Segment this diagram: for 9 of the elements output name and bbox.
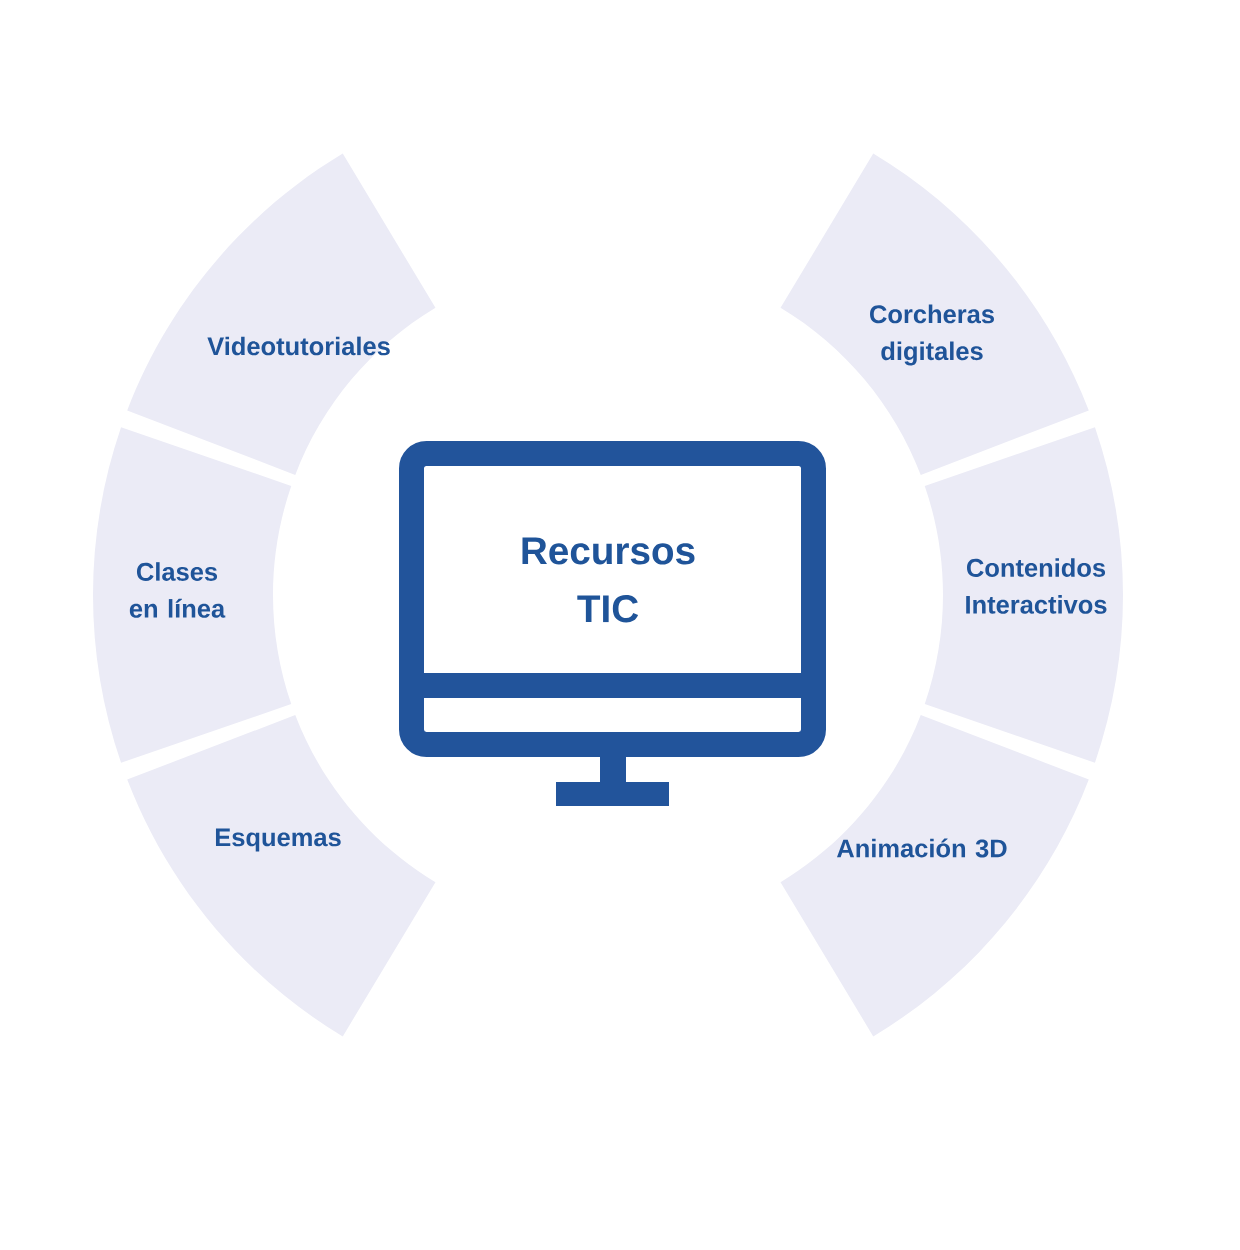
ring-segment: Videotutoriales: [127, 153, 436, 475]
ring-segment: Animación 3D: [780, 715, 1089, 1037]
monitor-drawing: Recursos TIC: [399, 441, 826, 806]
ring-segment: Corcheras digitales: [780, 153, 1089, 475]
ring-segment: Contenidos Interactivos: [924, 427, 1123, 763]
ring-segment: Clases en línea: [93, 427, 292, 763]
ring-segment: Esquemas: [127, 715, 436, 1037]
node-label: Clases en línea: [129, 562, 226, 618]
node-label: Contenidos Interactivos: [966, 558, 1107, 614]
